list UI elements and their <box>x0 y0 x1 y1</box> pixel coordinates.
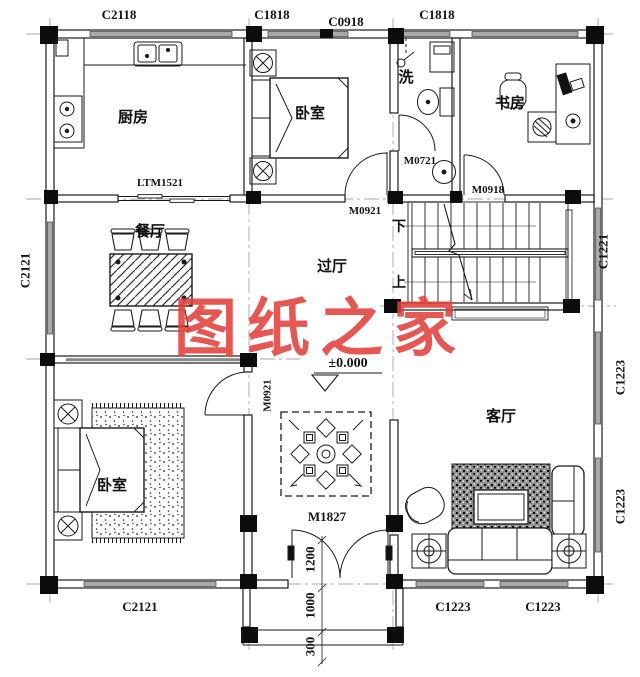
stairs <box>404 201 573 321</box>
window-label-c1818-top-a: C1818 <box>254 7 290 22</box>
room-label-kitchen: 厨房 <box>117 109 148 126</box>
door-label-m0918: M0918 <box>471 184 505 196</box>
living-furniture <box>405 463 587 575</box>
door-label-ltm1521: LTM1521 <box>136 177 184 189</box>
window-label-c1221-right: C1221 <box>595 233 611 270</box>
dimension-chain <box>317 535 327 667</box>
dining-furniture <box>109 228 193 332</box>
room-label-bedroom-left: 卧室 <box>96 477 127 494</box>
window-bands <box>47 31 601 587</box>
sliding-door-ltm1521 <box>118 194 230 203</box>
window-label-c2121-left: C2121 <box>17 252 33 289</box>
window-label-c1223-right-b: C1223 <box>612 488 628 525</box>
columns <box>40 26 604 643</box>
stair-up-label: 上 <box>392 274 406 290</box>
room-label-bedroom-top: 卧室 <box>294 105 325 122</box>
entry-floor-pattern <box>280 411 372 497</box>
door-label-m0921-left: M0921 <box>261 379 274 412</box>
bedroom-left-furniture <box>53 399 185 543</box>
bedroom-top-furniture <box>249 49 349 185</box>
elevation-label: ±0.000 <box>328 356 368 371</box>
porch-steps <box>242 629 404 646</box>
room-label-study: 书房 <box>494 95 525 112</box>
door-label-m0721: M0721 <box>403 155 437 167</box>
door-swings <box>204 114 505 579</box>
door-label-m0921-top: M0921 <box>348 205 382 217</box>
watermark: 图纸之家 <box>174 294 466 364</box>
door-label-m1827: M1827 <box>307 509 347 524</box>
room-label-dining: 餐厅 <box>134 223 165 240</box>
room-label-hall: 过厅 <box>316 258 347 275</box>
stair-down-label: 下 <box>392 218 406 234</box>
window-label-c2118-top: C2118 <box>101 7 137 22</box>
room-label-bath: 洗 <box>398 69 414 86</box>
beam-band <box>66 358 242 362</box>
window-label-c0918-top: C0918 <box>328 14 364 29</box>
room-label-living: 客厅 <box>485 408 516 425</box>
dimension-300: 300 <box>302 636 318 657</box>
window-label-c2121-bottom: C2121 <box>122 599 158 614</box>
bathroom-fixtures <box>396 38 456 184</box>
window-label-c1818-top-b: C1818 <box>419 7 455 22</box>
study-furniture <box>499 63 591 145</box>
kitchen-fixtures <box>53 38 246 149</box>
window-label-c1223-bottom-b: C1223 <box>525 599 561 614</box>
elevation-symbol <box>310 372 382 392</box>
window-label-c1223-bottom-a: C1223 <box>435 599 471 614</box>
